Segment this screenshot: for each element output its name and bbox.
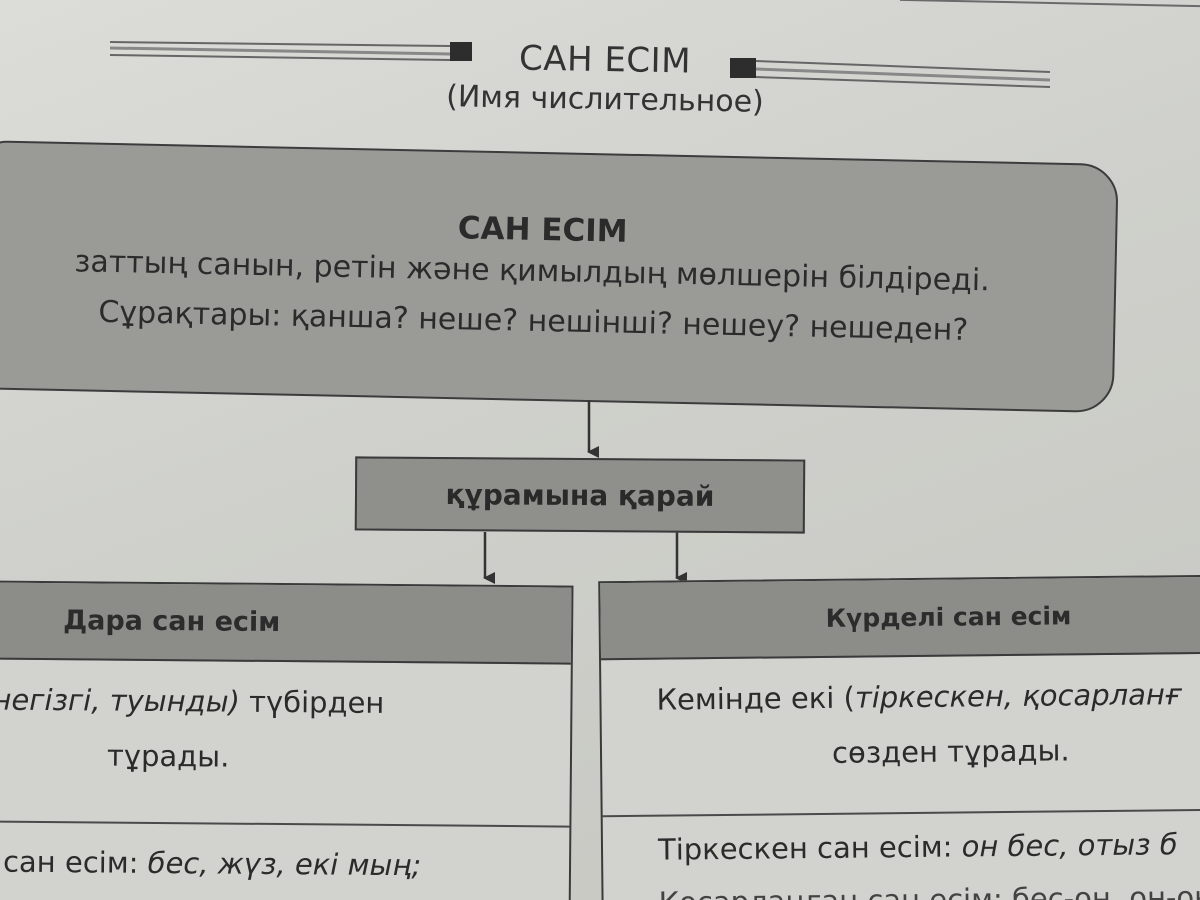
paired-numeral-example: Қосарланған сан есім: бес-он, он-он	[658, 879, 1200, 900]
row-divider	[0, 820, 570, 828]
header-rule-left	[110, 40, 475, 61]
header-rule-right	[730, 58, 1060, 88]
compound-numeral-description-line2: сөзден тұрады.	[831, 733, 1070, 770]
simple-numeral-example: сан есім: бес, жүз, екі мың;	[3, 845, 569, 884]
simple-numeral-plain: түбірден	[239, 684, 385, 720]
simple-numeral-header: Дара сан есім	[0, 582, 572, 665]
example-label: Тіркескен сан есім:	[657, 829, 962, 867]
example-label: сан есім:	[2, 844, 148, 880]
simple-numeral-table: Дара сан есім негізгі, туынды) түбірден …	[0, 580, 574, 900]
classification-box: құрамына қарай	[354, 456, 806, 534]
simple-numeral-description: негізгі, туынды) түбірден	[0, 683, 571, 722]
simple-numeral-description-line2: тұрады.	[106, 738, 230, 774]
row-divider	[602, 808, 1200, 818]
compound-numeral-plain: Кемінде екі (	[656, 680, 856, 717]
compound-numeral-header: Күрделі сан есім	[600, 576, 1200, 661]
compound-numeral-example: Тіркескен сан есім: он бес, отыз б	[657, 827, 1200, 867]
simple-numeral-italic: негізгі, туынды)	[0, 682, 241, 719]
example-words: бес, жүз, екі мың;	[147, 845, 422, 883]
compound-numeral-description: Кемінде екі (тіркескен, қосарланғ	[656, 677, 1200, 717]
compound-numeral-italic: тіркескен, қосарланғ	[854, 677, 1182, 715]
compound-numeral-table: Күрделі сан есім Кемінде екі (тіркескен,…	[598, 574, 1200, 900]
example-words: он бес, отыз б	[961, 827, 1178, 864]
